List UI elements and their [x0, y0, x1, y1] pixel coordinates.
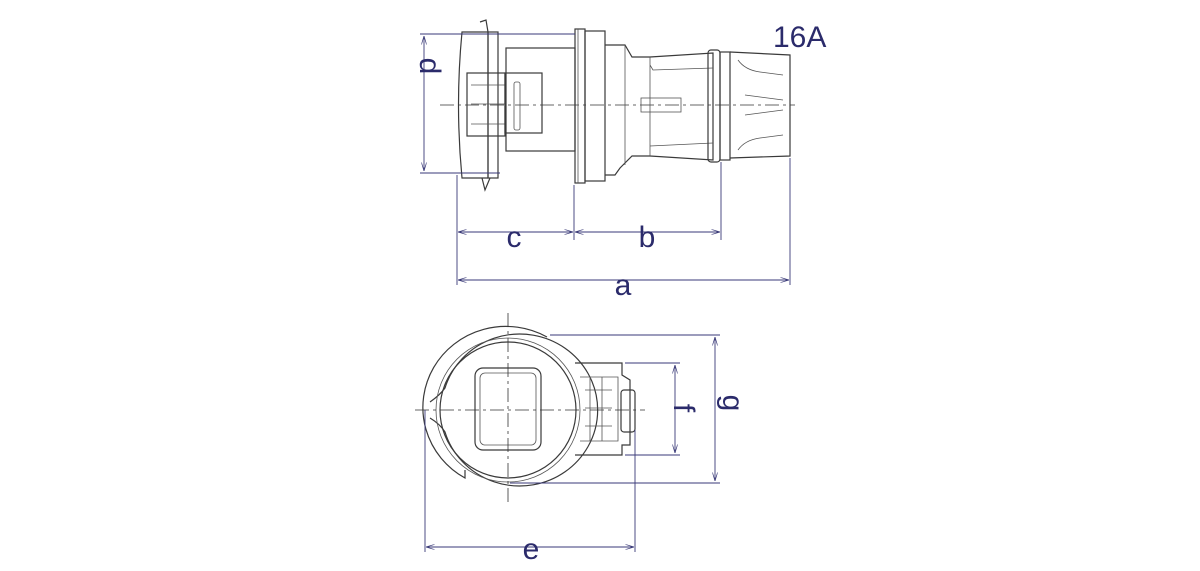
rating-label: 16A: [773, 21, 826, 54]
dim-label-c: c: [507, 221, 522, 254]
dim-label-b: b: [639, 221, 656, 254]
dim-label-d: d: [413, 58, 446, 75]
dim-label-e: e: [523, 533, 540, 566]
latch: [466, 72, 506, 137]
side-view: [420, 19, 795, 285]
dim-label-f: f: [667, 404, 700, 413]
front-view: [415, 313, 720, 552]
dim-label-g: g: [716, 395, 749, 412]
dim-label-a: a: [615, 269, 632, 302]
housing-outline: [422, 325, 548, 480]
front-cap: [457, 31, 489, 179]
flange: [574, 28, 586, 184]
cable-gland: [729, 51, 791, 159]
body: [605, 44, 714, 176]
